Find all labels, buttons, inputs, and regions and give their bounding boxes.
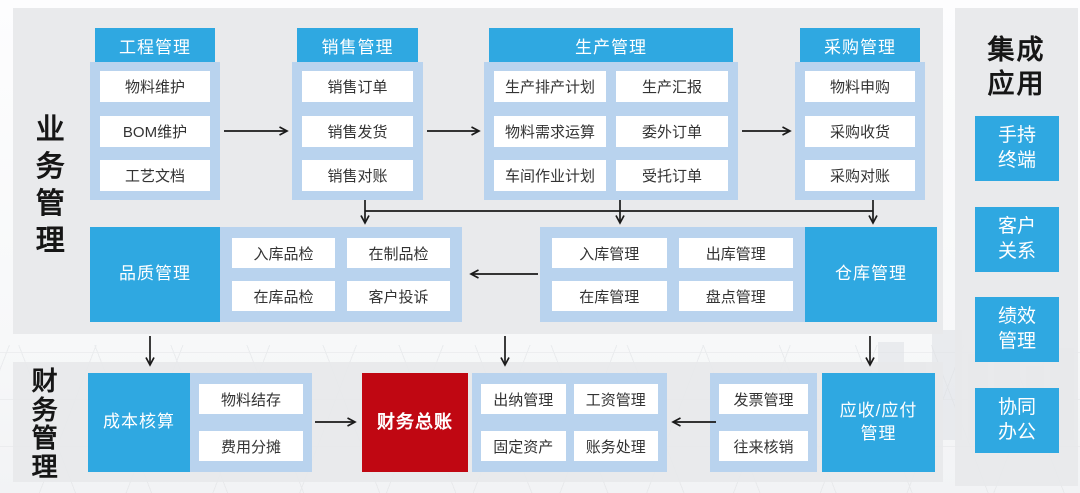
module-item: 往来核销 <box>719 431 808 461</box>
business-management-label: 业务管理 <box>35 114 65 257</box>
cost-accounting-box: 成本核算 <box>88 373 190 472</box>
performance-management-box: 绩效 管理 <box>975 297 1059 362</box>
module-item: 在库品检 <box>232 281 335 311</box>
sales-items: 销售订单 销售发货 销售对账 <box>292 62 423 200</box>
module-item: 入库管理 <box>552 238 667 268</box>
quality-management-box: 品质管理 <box>90 227 220 322</box>
procurement-header: 采购管理 <box>800 28 920 62</box>
production-header: 生产管理 <box>489 28 733 62</box>
accounting-items: 出纳管理 工资管理 固定资产 账务处理 <box>472 373 667 472</box>
module-item: 出纳管理 <box>481 384 566 414</box>
production-items: 生产排产计划 生产汇报 物料需求运算 委外订单 车间作业计划 受托订单 <box>484 62 738 200</box>
module-item: 固定资产 <box>481 431 566 461</box>
module-item: 委外订单 <box>616 115 728 147</box>
general-ledger-box: 财务总账 <box>362 373 468 472</box>
module-item: 费用分摊 <box>199 431 303 461</box>
receivable-payable-box: 应收/应付 管理 <box>822 373 935 472</box>
module-item: 在库管理 <box>552 281 667 311</box>
warehouse-items: 入库管理 出库管理 在库管理 盘点管理 <box>540 227 805 322</box>
module-item: 物料结存 <box>199 384 303 414</box>
module-item: 在制品检 <box>347 238 450 268</box>
procurement-column: 采购管理 物料申购 采购收货 采购对账 <box>795 28 925 200</box>
customer-relations-box: 客户 关系 <box>975 207 1059 272</box>
quality-items: 入库品检 在制品检 在库品检 客户投诉 <box>220 227 462 322</box>
engineering-items: 物料维护 BOM维护 工艺文档 <box>90 62 220 200</box>
module-item: 生产排产计划 <box>494 71 606 102</box>
module-item: 采购对账 <box>805 160 915 191</box>
module-item: 工艺文档 <box>100 160 210 191</box>
module-item: 采购收货 <box>805 115 915 147</box>
sales-column: 销售管理 销售订单 销售发货 销售对账 <box>292 28 423 200</box>
module-item: 出库管理 <box>678 238 793 268</box>
sales-header: 销售管理 <box>297 28 418 62</box>
module-item: 盘点管理 <box>678 281 793 311</box>
module-item: 发票管理 <box>719 384 808 414</box>
module-item: 物料维护 <box>100 71 210 102</box>
module-item: 销售对账 <box>302 160 413 191</box>
module-item: 客户投诉 <box>347 281 450 311</box>
production-column: 生产管理 生产排产计划 生产汇报 物料需求运算 委外订单 车间作业计划 受托订单 <box>484 28 738 200</box>
invoice-items: 发票管理 往来核销 <box>710 373 817 472</box>
module-item: 工资管理 <box>573 384 658 414</box>
engineering-column: 工程管理 物料维护 BOM维护 工艺文档 <box>90 28 220 200</box>
handheld-terminal-box: 手持 终端 <box>975 116 1059 181</box>
cost-items: 物料结存 费用分摊 <box>190 373 312 472</box>
module-item: 受托订单 <box>616 160 728 191</box>
module-item: BOM维护 <box>100 115 210 147</box>
module-item: 销售订单 <box>302 71 413 102</box>
integration-title: 集成 应用 <box>987 35 1046 99</box>
finance-management-label: 财务管理 <box>31 366 58 482</box>
module-item: 生产汇报 <box>616 71 728 102</box>
procurement-items: 物料申购 采购收货 采购对账 <box>795 62 925 200</box>
module-item: 入库品检 <box>232 238 335 268</box>
module-item: 销售发货 <box>302 115 413 147</box>
module-item: 账务处理 <box>573 431 658 461</box>
warehouse-management-box: 仓库管理 <box>805 227 937 322</box>
collaborative-office-box: 协同 办公 <box>975 388 1059 453</box>
module-item: 物料需求运算 <box>494 115 606 147</box>
module-item: 物料申购 <box>805 71 915 102</box>
engineering-header: 工程管理 <box>95 28 215 62</box>
module-item: 车间作业计划 <box>494 160 606 191</box>
